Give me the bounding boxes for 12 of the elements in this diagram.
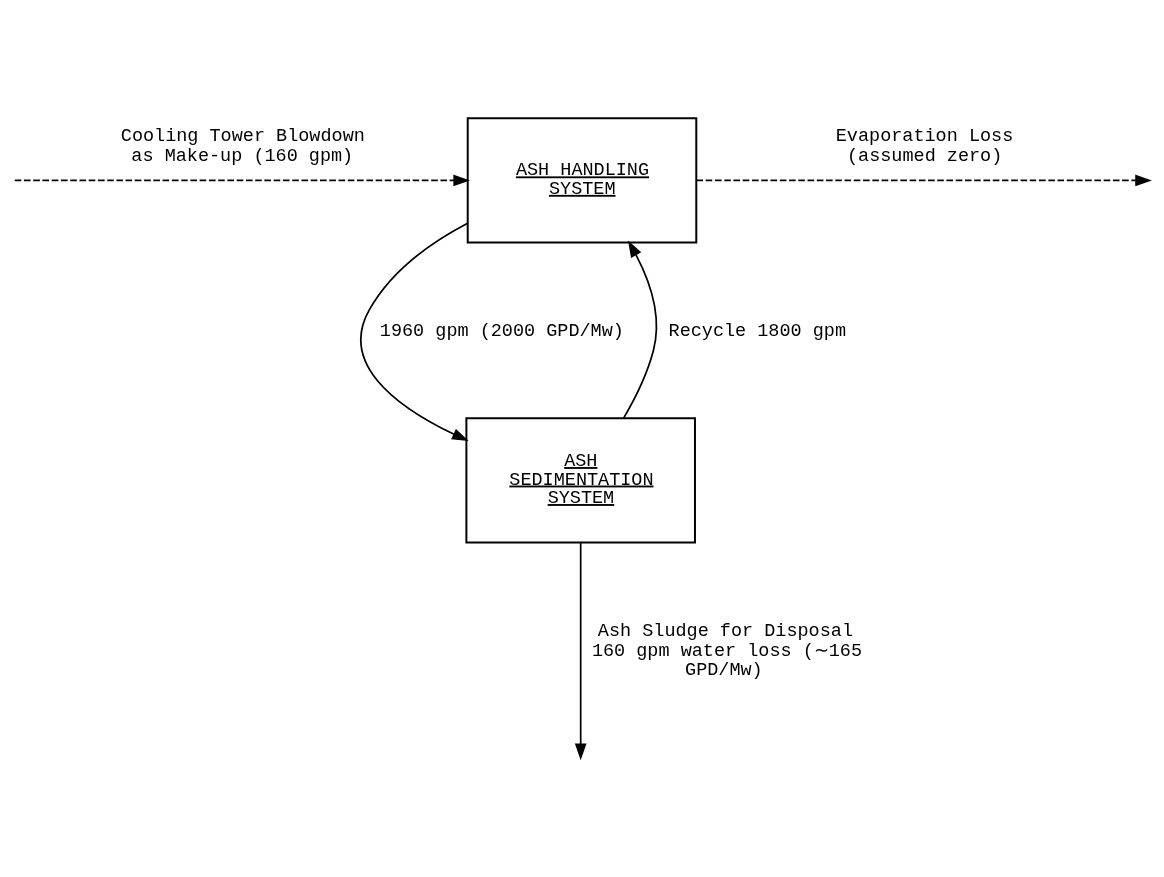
edge-label: Ash Sludge for Disposal 160 gpm water loss (∼165 GPD/Mw) bbox=[591, 620, 863, 682]
arrow bbox=[13, 174, 471, 187]
node-box: ASH HANDLING SYSTEM bbox=[466, 117, 698, 244]
edge-label: Evaporation Loss (assumed zero) bbox=[835, 126, 1014, 167]
edge-label: 1960 gpm (2000 GPD/Mw) bbox=[379, 320, 624, 342]
arrow bbox=[695, 174, 1152, 187]
arrow bbox=[360, 222, 469, 442]
edge-label: Recycle 1800 gpm bbox=[668, 320, 847, 342]
arrow bbox=[622, 240, 658, 419]
node-box: ASH SEDIMENTATION SYSTEM bbox=[465, 417, 696, 544]
edge-label: Cooling Tower Blowdown as Make-up (160 gpm) bbox=[120, 126, 365, 167]
arrow bbox=[574, 541, 587, 761]
